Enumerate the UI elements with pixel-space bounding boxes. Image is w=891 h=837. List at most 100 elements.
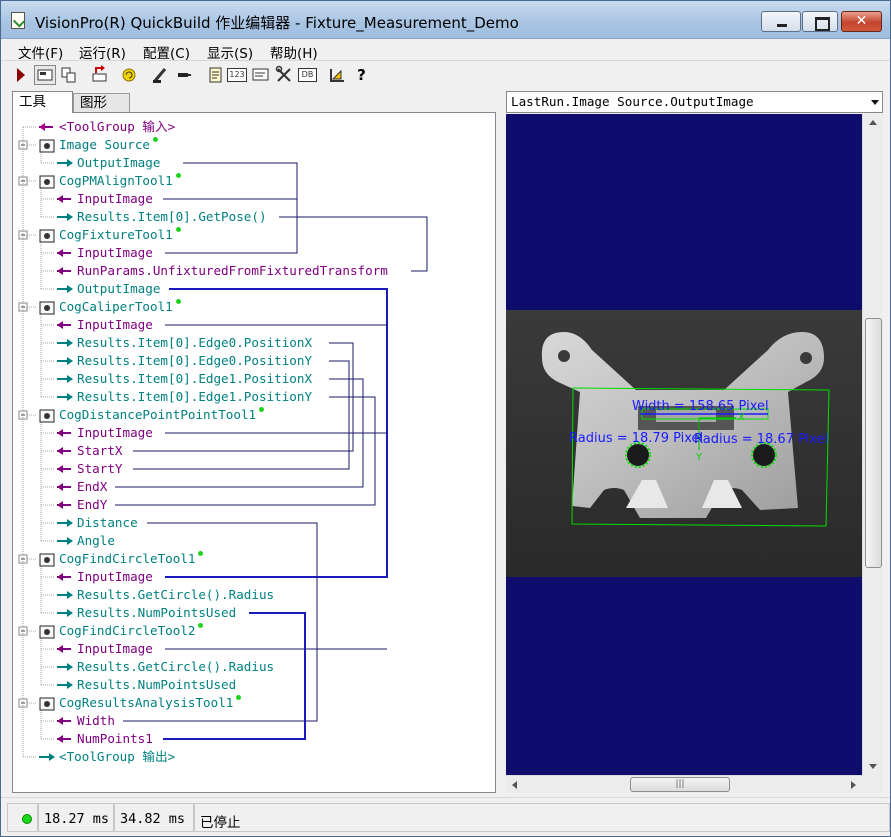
tree-terminal-row[interactable]: InputImage — [13, 190, 493, 208]
title-bar[interactable]: VisionPro(R) QuickBuild 作业编辑器 - Fixture_… — [1, 1, 890, 39]
link-distance-to-width[interactable] — [123, 522, 318, 722]
menu-file[interactable]: 文件(F) — [18, 46, 64, 62]
tree-node-label: StartY — [77, 461, 123, 476]
link-edge0y-to-starty[interactable] — [133, 360, 350, 470]
tree-node-label: Width — [77, 713, 115, 728]
chevron-down-icon[interactable] — [871, 100, 879, 105]
tree-terminal-row[interactable]: EndY — [13, 496, 493, 514]
scroll-down-icon[interactable] — [869, 764, 877, 769]
scroll-up-icon[interactable] — [869, 120, 877, 125]
tree-terminal-row[interactable]: Results.NumPointsUsed — [13, 604, 493, 622]
refresh-icon[interactable] — [120, 65, 139, 85]
link-icon[interactable] — [175, 65, 194, 85]
scroll-left-icon[interactable] — [512, 781, 517, 789]
menu-run[interactable]: 运行(R) — [79, 46, 126, 62]
tree-terminal-row[interactable]: Results.Item[0].Edge1.PositionX — [13, 370, 493, 388]
horizontal-scroll-thumb[interactable]: ||| — [630, 777, 730, 792]
tree-node-label: NumPoints1 — [77, 731, 153, 746]
tree-group-row[interactable]: <ToolGroup 输出> — [13, 748, 493, 766]
tree-terminal-row[interactable]: InputImage — [13, 316, 493, 334]
tree-terminal-row[interactable]: NumPoints1 — [13, 730, 493, 748]
tree-terminal-row[interactable]: OutputImage — [13, 280, 493, 298]
scroll-right-icon[interactable] — [851, 781, 856, 789]
display-toggle-icon[interactable] — [34, 65, 56, 85]
tree-group-row[interactable]: <ToolGroup 输入> — [13, 118, 493, 136]
output-arrow-icon — [57, 591, 73, 599]
tab-tools[interactable]: 工具 — [12, 91, 73, 113]
image-display[interactable]: X Y Width = 158.65 Pixel Radius = 18.79 … — [506, 114, 862, 775]
link-edge1y-to-endy[interactable] — [115, 396, 376, 506]
numeric-icon[interactable]: 123 — [227, 68, 247, 82]
tree-terminal-row[interactable]: Angle — [13, 532, 493, 550]
image-source-select[interactable]: LastRun.Image Source.OutputImage — [506, 91, 883, 113]
menu-help[interactable]: 帮助(H) — [270, 46, 318, 62]
tree-terminal-row[interactable]: InputImage — [13, 424, 493, 442]
tree-terminal-row[interactable]: Results.NumPointsUsed — [13, 676, 493, 694]
status-time1: 18.27 ms — [44, 811, 110, 827]
tree-terminal-row[interactable]: Results.Item[0].GetPose() — [13, 208, 493, 226]
menu-config[interactable]: 配置(C) — [143, 46, 190, 62]
tree-tool-row[interactable]: CogResultsAnalysisTool1 — [13, 694, 493, 712]
results-analysis-icon — [39, 696, 55, 711]
data-icon[interactable]: DB — [298, 68, 317, 82]
output-arrow-icon — [57, 159, 73, 167]
link-source-to-pmalign[interactable] — [163, 162, 298, 200]
tree-tool-row[interactable]: CogFindCircleTool1 — [13, 550, 493, 568]
tree-terminal-row[interactable]: Results.Item[0].Edge0.PositionX — [13, 334, 493, 352]
menu-view[interactable]: 显示(S) — [207, 46, 254, 62]
close-button[interactable]: ✕ — [841, 11, 882, 32]
pmalign-icon — [39, 174, 55, 189]
tree-terminal-row[interactable]: Distance — [13, 514, 493, 532]
tree-terminal-row[interactable]: OutputImage — [13, 154, 493, 172]
tree-tool-row[interactable]: CogFixtureTool1 — [13, 226, 493, 244]
vertical-scroll-thumb[interactable] — [865, 318, 882, 568]
tree-terminal-row[interactable]: Results.Item[0].Edge0.PositionY — [13, 352, 493, 370]
tree-node-label: StartX — [77, 443, 123, 458]
import-icon[interactable] — [90, 65, 109, 85]
terminal-icon[interactable] — [251, 65, 270, 85]
tree-node-label: Results.GetCircle().Radius — [77, 587, 275, 602]
tree-tool-row[interactable]: CogPMAlignTool1 — [13, 172, 493, 190]
link-numpoints-to-results[interactable] — [163, 612, 306, 740]
measure-icon[interactable] — [328, 65, 347, 85]
tree-terminal-row[interactable]: InputImage — [13, 244, 493, 262]
tree-terminal-row[interactable]: InputImage — [13, 640, 493, 658]
maximize-button[interactable] — [802, 11, 838, 32]
tree-terminal-row[interactable]: StartY — [13, 460, 493, 478]
fixture-region-overlay — [571, 387, 830, 527]
tools-icon[interactable] — [275, 65, 294, 85]
tree-tool-row[interactable]: CogCaliperTool1 — [13, 298, 493, 316]
link-pose-to-fixture[interactable] — [279, 216, 428, 272]
tree-terminal-row[interactable]: StartX — [13, 442, 493, 460]
tab-graphics[interactable]: 图形 — [73, 93, 130, 113]
circle-hole-right — [753, 444, 775, 466]
caliper-icon — [39, 300, 55, 315]
edit-icon[interactable] — [151, 65, 170, 85]
fixture-icon — [39, 228, 55, 243]
tree-node-label: CogFindCircleTool2 — [59, 623, 196, 638]
tree-node-label: Angle — [77, 533, 115, 548]
help-icon[interactable]: ? — [357, 66, 366, 84]
notepad-icon[interactable] — [206, 65, 225, 85]
vertical-scrollbar[interactable] — [862, 114, 883, 775]
tool-status-dot — [198, 623, 203, 628]
run-icon[interactable] — [12, 65, 31, 85]
copy-icon[interactable] — [59, 65, 78, 85]
tree-terminal-row[interactable]: RunParams.UnfixturedFromFixturedTransfor… — [13, 262, 493, 280]
tree-tool-row[interactable]: Image Source — [13, 136, 493, 154]
output-arrow-icon — [39, 753, 55, 761]
tree-tool-row[interactable]: CogDistancePointPointTool1 — [13, 406, 493, 424]
tree-terminal-row[interactable]: Width — [13, 712, 493, 730]
tree-terminal-row[interactable]: InputImage — [13, 568, 493, 586]
minimize-button[interactable] — [761, 11, 801, 32]
link-edge1x-to-endx[interactable] — [115, 378, 364, 488]
tree-terminal-row[interactable]: Results.GetCircle().Radius — [13, 586, 493, 604]
tree-tool-row[interactable]: CogFindCircleTool2 — [13, 622, 493, 640]
tree-terminal-row[interactable]: EndX — [13, 478, 493, 496]
tree-node-label: Image Source — [59, 137, 150, 152]
status-time2: 34.82 ms — [120, 811, 186, 827]
tree-terminal-row[interactable]: Results.GetCircle().Radius — [13, 658, 493, 676]
horizontal-scrollbar[interactable]: ||| — [506, 775, 862, 793]
tree-terminal-row[interactable]: Results.Item[0].Edge1.PositionY — [13, 388, 493, 406]
